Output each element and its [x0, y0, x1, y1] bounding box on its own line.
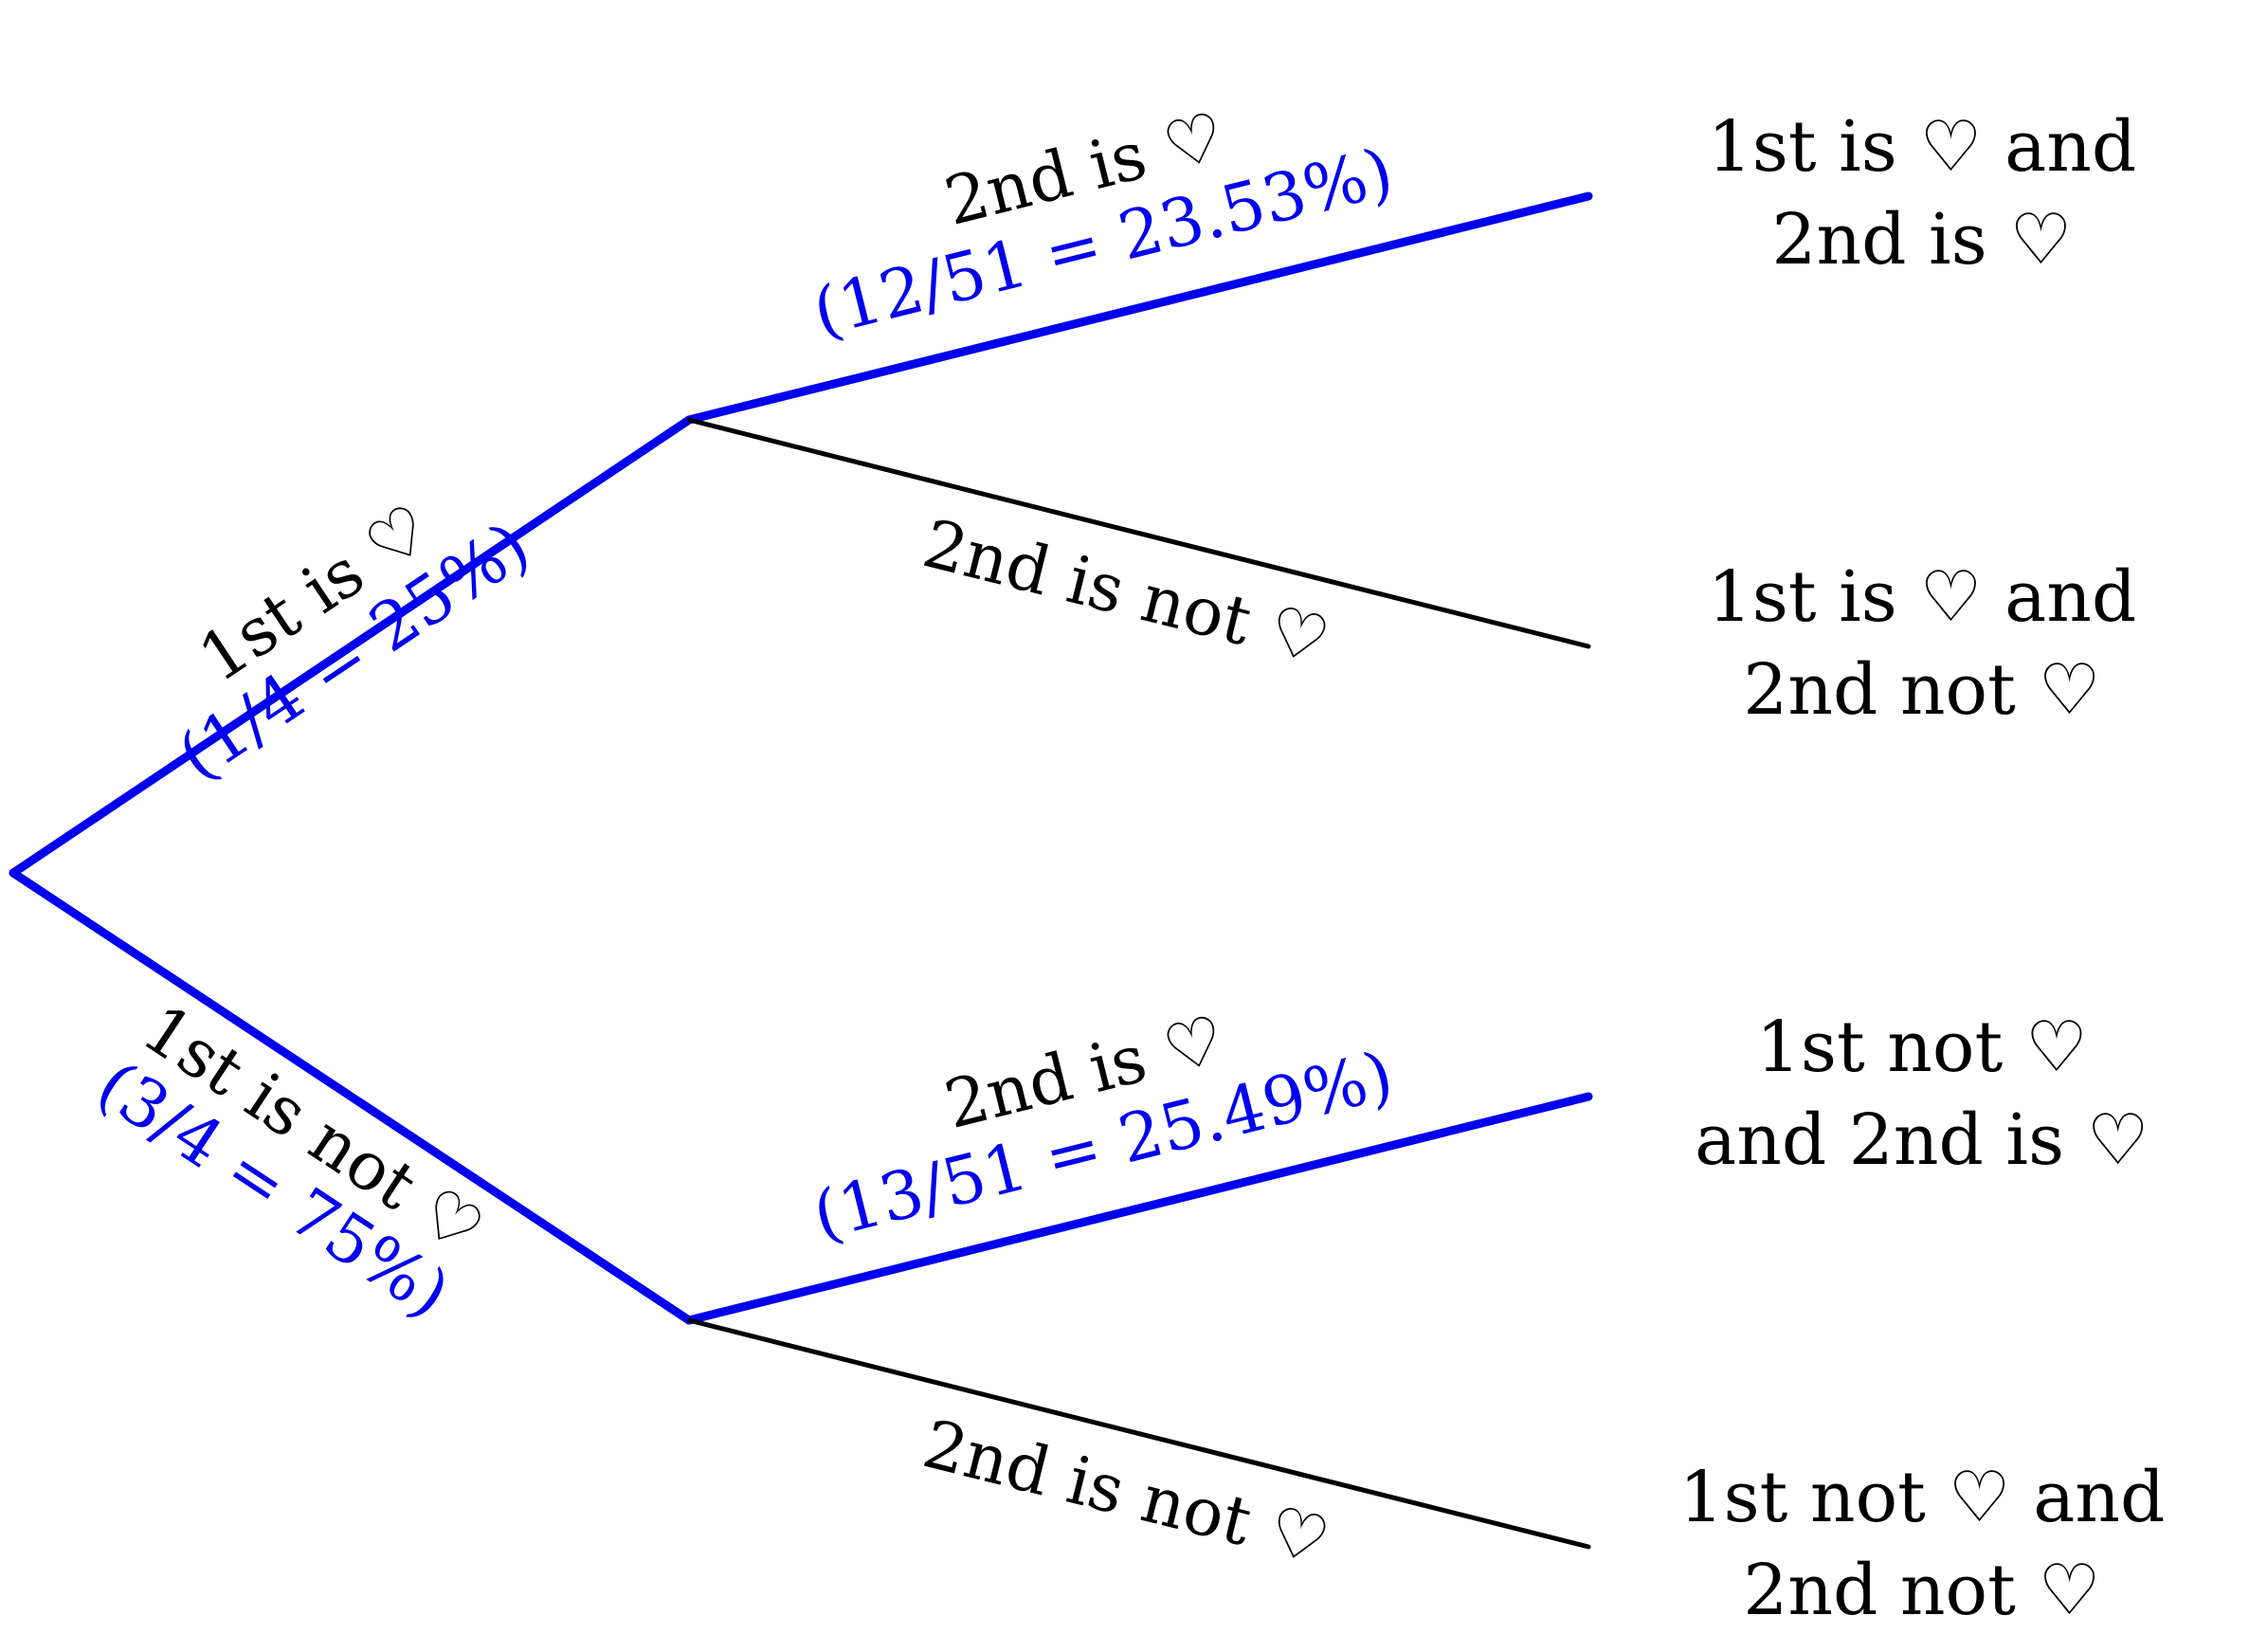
outcome-heart-heart: 1st is ♡ and 2nd is ♡ — [1708, 106, 2137, 281]
outcome-heart-not-heart: 1st is ♡ and 2nd not ♡ — [1708, 556, 2137, 731]
branch-first-heart — [9, 415, 694, 878]
branch-lower-second-heart — [684, 1092, 1593, 1325]
outcome-line: 1st not ♡ — [1756, 1007, 2088, 1088]
outcome-line: 1st is ♡ and — [1708, 106, 2137, 188]
branch-first-not-heart — [9, 868, 694, 1325]
outcome-not-heart-heart: 1st not ♡ and 2nd is ♡ — [1695, 1007, 2149, 1181]
outcome-line: 2nd not ♡ — [1743, 1550, 2100, 1631]
outcome-line: 2nd not ♡ — [1743, 649, 2100, 731]
outcome-line: 1st is ♡ and — [1708, 556, 2137, 638]
outcome-not-heart-not-heart: 1st not ♡ and 2nd not ♡ — [1679, 1457, 2166, 1631]
branch-lower-second-not-heart — [686, 1317, 1591, 1550]
outcome-line: 2nd is ♡ — [1771, 199, 2072, 281]
branch-upper-second-not-heart — [686, 417, 1591, 649]
outcome-line: 1st not ♡ and — [1679, 1457, 2166, 1538]
outcome-line: and 2nd is ♡ — [1695, 1099, 2149, 1181]
branch-upper-second-heart — [684, 191, 1593, 425]
